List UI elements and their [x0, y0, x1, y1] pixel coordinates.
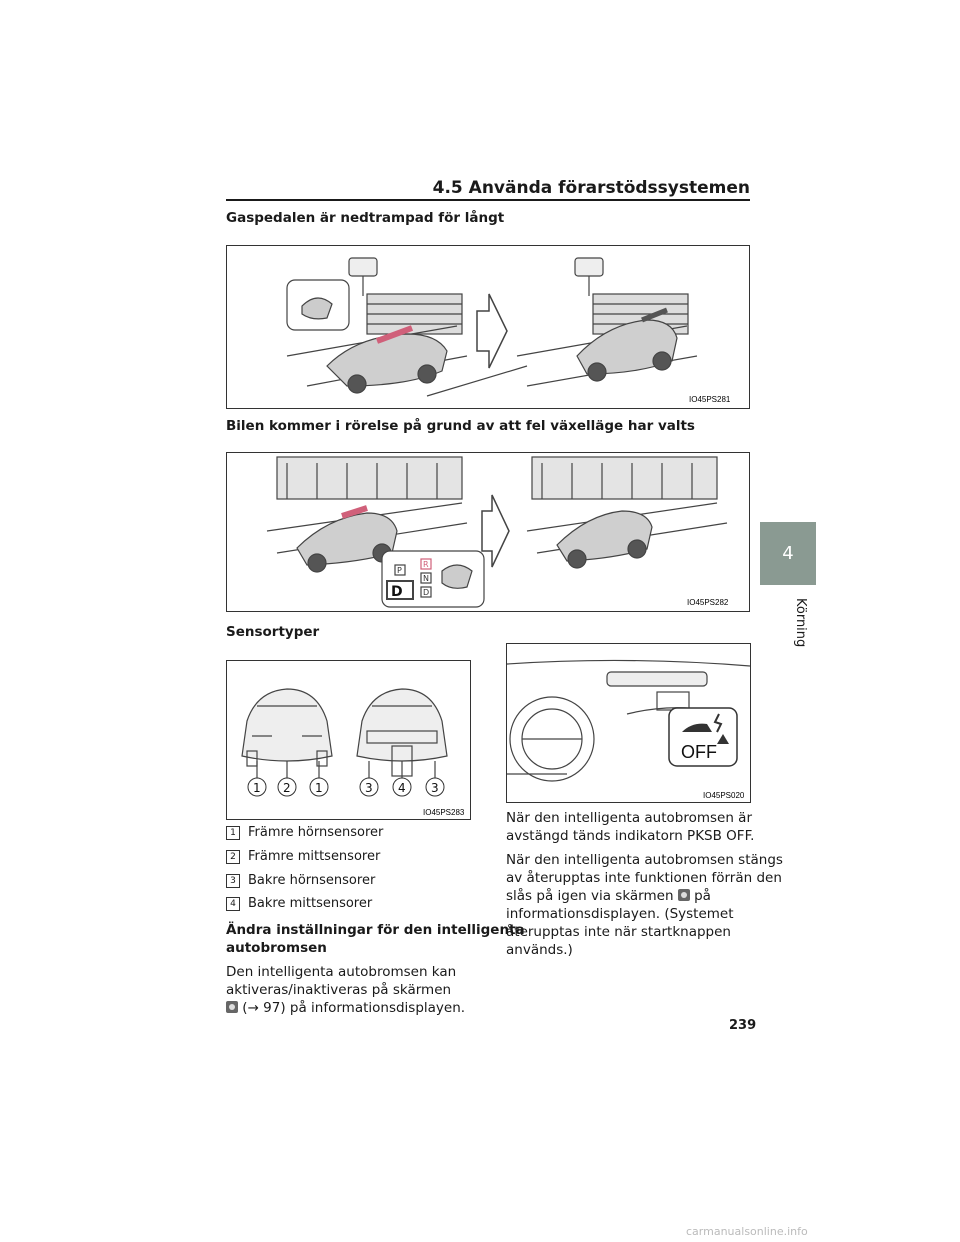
section-heading-accelerator: Gaspedalen är nedtrampad för långt [226, 210, 505, 226]
callout-3: 3 [365, 781, 373, 795]
item-number: 3 [226, 873, 240, 888]
callout-1: 1 [253, 781, 261, 795]
gear-letter-r: R [423, 560, 429, 569]
item-number: 2 [226, 849, 240, 864]
figure-id: IO45PS282 [687, 598, 729, 607]
figure-id: IO45PS020 [703, 791, 745, 800]
transition-arrow [476, 293, 508, 369]
section-heading-sensor-types: Sensortyper [226, 624, 320, 640]
list-item: 1 Främre hörnsensorer [226, 825, 383, 840]
header-rule [226, 199, 750, 201]
settings-icon [677, 889, 690, 901]
item-number: 1 [226, 825, 240, 840]
transition-arrow [481, 494, 510, 568]
gear-selected: D [391, 584, 403, 600]
figure-id: IO45PS283 [423, 808, 465, 817]
item-label: Främre mittsensorer [248, 849, 381, 864]
list-item: 4 Bakre mittsensorer [226, 896, 372, 911]
parking-scene-left [286, 257, 528, 397]
list-item: 3 Bakre hörnsensorer [226, 873, 375, 888]
callout-4: 4 [398, 781, 406, 795]
parking-scene-right [516, 257, 698, 387]
watermark: carmanualsonline.info [686, 1225, 808, 1238]
figure-dashboard-indicator: OFF IO45PS020 [506, 643, 751, 803]
gear-letter-n: N [423, 574, 429, 583]
car-front-view [241, 688, 333, 779]
paragraph-reactivation: När den intelligenta autobromsen stängs … [506, 852, 783, 958]
page-number: 239 [729, 1018, 757, 1033]
settings-text: Den intelligenta autobromsen kan aktiver… [226, 964, 466, 1016]
section-heading-settings: Ändra inställningar för den intelligenta… [226, 922, 525, 956]
callout-1: 1 [315, 781, 323, 795]
gear-letter-p: P [397, 566, 402, 575]
item-label: Bakre mittsensorer [248, 896, 373, 911]
gear-shift-inset [381, 550, 485, 608]
pksb-off-indicator [668, 707, 738, 767]
settings-icon [226, 1001, 238, 1013]
section-heading-wrong-gear: Bilen kommer i rörelse på grund av att f… [226, 418, 695, 434]
figure-wrong-gear: P R N D D IO45PS282 [226, 452, 750, 612]
gear-letter-d: D [423, 588, 429, 597]
callout-3: 3 [431, 781, 439, 795]
chapter-tab-label: Körning [793, 598, 808, 648]
figure-accelerator: IO45PS281 [226, 245, 750, 409]
storefront-scene-right [526, 456, 728, 569]
dashboard-drawing [507, 659, 750, 782]
list-item: 2 Främre mittsensorer [226, 849, 380, 864]
figure-sensor-positions: 1 2 1 3 4 3 IO45PS283 [226, 660, 471, 820]
figure-id: IO45PS281 [689, 395, 731, 404]
item-number: 4 [226, 896, 240, 911]
item-label: Bakre hörnsensorer [248, 873, 376, 888]
storefront-scene-left [266, 456, 468, 573]
chapter-tab[interactable]: 4 [760, 522, 816, 585]
callout-2: 2 [283, 781, 291, 795]
item-label: Främre hörnsensorer [248, 825, 384, 840]
car-rear-view [356, 688, 448, 779]
off-label: OFF [681, 742, 717, 762]
paragraph-indicator: När den intelligenta autobromsen är avst… [506, 810, 755, 844]
chapter-title: 4.5 Använda förarstödssystemen [432, 178, 750, 198]
